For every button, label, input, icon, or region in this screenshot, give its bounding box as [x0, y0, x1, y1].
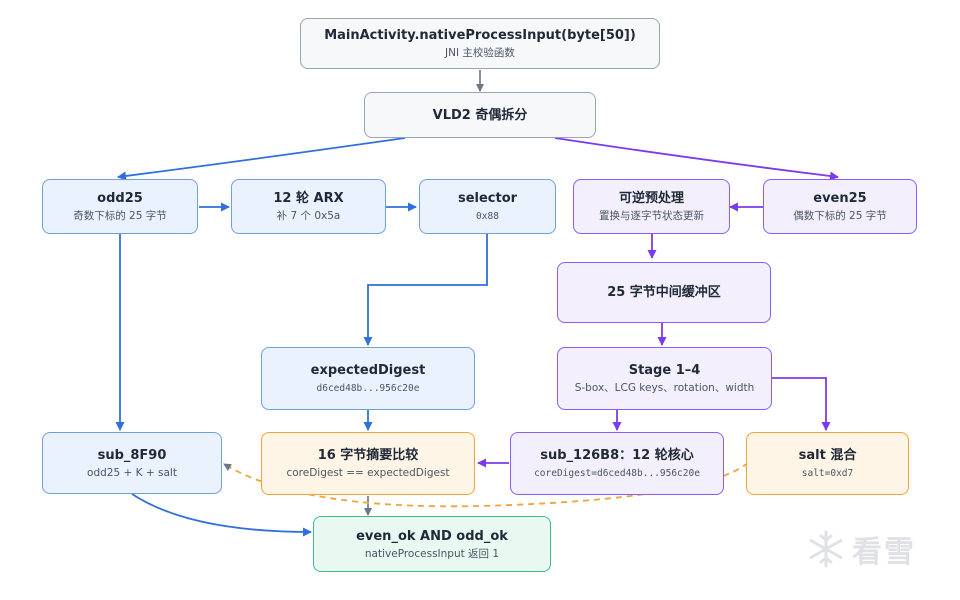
odd25-title: odd25: [97, 191, 143, 206]
arrow-vld2-to-even25: [554, 137, 839, 181]
watermark-text: 看雪: [852, 535, 916, 570]
stage-title: Stage 1–4: [628, 363, 701, 378]
even25-node: even25 偶数下标的 25 字节: [763, 179, 917, 234]
digest-compare-node: 16 字节摘要比较 coreDigest == expectedDigest: [261, 432, 475, 495]
sub8f90-title: sub_8F90: [97, 447, 167, 463]
arx-title: 12 轮 ARX: [273, 191, 344, 206]
arrow-sub8f90-to-final: [131, 493, 312, 537]
buffer-title: 25 字节中间缓冲区: [607, 285, 721, 300]
expected-digest-node: expectedDigest d6ced48b...956c20e: [261, 347, 475, 410]
final-result-title: even_ok AND odd_ok: [356, 528, 508, 544]
sub126b8-title: sub_126B8：12 轮核心: [540, 448, 694, 463]
arrow-selector-to-expected: [363, 234, 488, 346]
preprocess-node: 可逆预处理 置换与逐字节状态更新: [573, 179, 730, 234]
stage-subtitle: S-box、LCG keys、rotation、width: [574, 382, 755, 394]
salt-node: salt 混合 salt=0xd7: [746, 432, 909, 495]
even25-subtitle: 偶数下标的 25 字节: [793, 210, 887, 222]
expected-digest-title: expectedDigest: [310, 363, 426, 378]
arx-node: 12 轮 ARX 补 7 个 0x5a: [231, 179, 386, 234]
selector-subtitle: 0x88: [476, 211, 499, 222]
selector-node: selector 0x88: [419, 179, 556, 234]
vld2-split-node: VLD2 奇偶拆分: [364, 92, 596, 138]
digest-compare-subtitle: coreDigest == expectedDigest: [286, 467, 450, 479]
buffer-node: 25 字节中间缓冲区: [557, 262, 771, 323]
sub8f90-subtitle: odd25 + K + salt: [87, 466, 177, 479]
odd25-node: odd25 奇数下标的 25 字节: [42, 179, 198, 234]
arrow-stage-to-salt: [772, 377, 831, 431]
stage-node: Stage 1–4 S-box、LCG keys、rotation、width: [557, 347, 772, 410]
final-result-subtitle: nativeProcessInput 返回 1: [364, 547, 500, 560]
vld2-split-title: VLD2 奇偶拆分: [432, 107, 528, 123]
even25-title: even25: [813, 191, 867, 206]
preprocess-subtitle: 置换与逐字节状态更新: [599, 210, 704, 222]
preprocess-title: 可逆预处理: [618, 191, 684, 206]
salt-title: salt 混合: [798, 448, 857, 463]
main-function-title: MainActivity.nativeProcessInput(byte[50]…: [324, 28, 636, 43]
final-result-node: even_ok AND odd_ok nativeProcessInput 返回…: [313, 516, 551, 572]
sub8f90-node: sub_8F90 odd25 + K + salt: [42, 432, 222, 494]
odd25-subtitle: 奇数下标的 25 字节: [73, 210, 167, 222]
main-function-node: MainActivity.nativeProcessInput(byte[50]…: [300, 18, 660, 69]
salt-subtitle: salt=0xd7: [801, 468, 854, 479]
expected-digest-subtitle: d6ced48b...956c20e: [316, 383, 420, 394]
sub126b8-node: sub_126B8：12 轮核心 coreDigest=d6ced48b...9…: [510, 432, 724, 495]
digest-compare-title: 16 字节摘要比较: [317, 448, 419, 463]
selector-title: selector: [457, 191, 518, 206]
snowflake-icon: [809, 530, 843, 568]
arrow-vld2-to-odd25: [117, 137, 406, 181]
arx-subtitle: 补 7 个 0x5a: [276, 210, 341, 222]
watermark: 看雪: [806, 527, 916, 571]
sub126b8-subtitle: coreDigest=d6ced48b...956c20e: [534, 468, 700, 479]
main-function-subtitle: JNI 主校验函数: [445, 47, 515, 59]
